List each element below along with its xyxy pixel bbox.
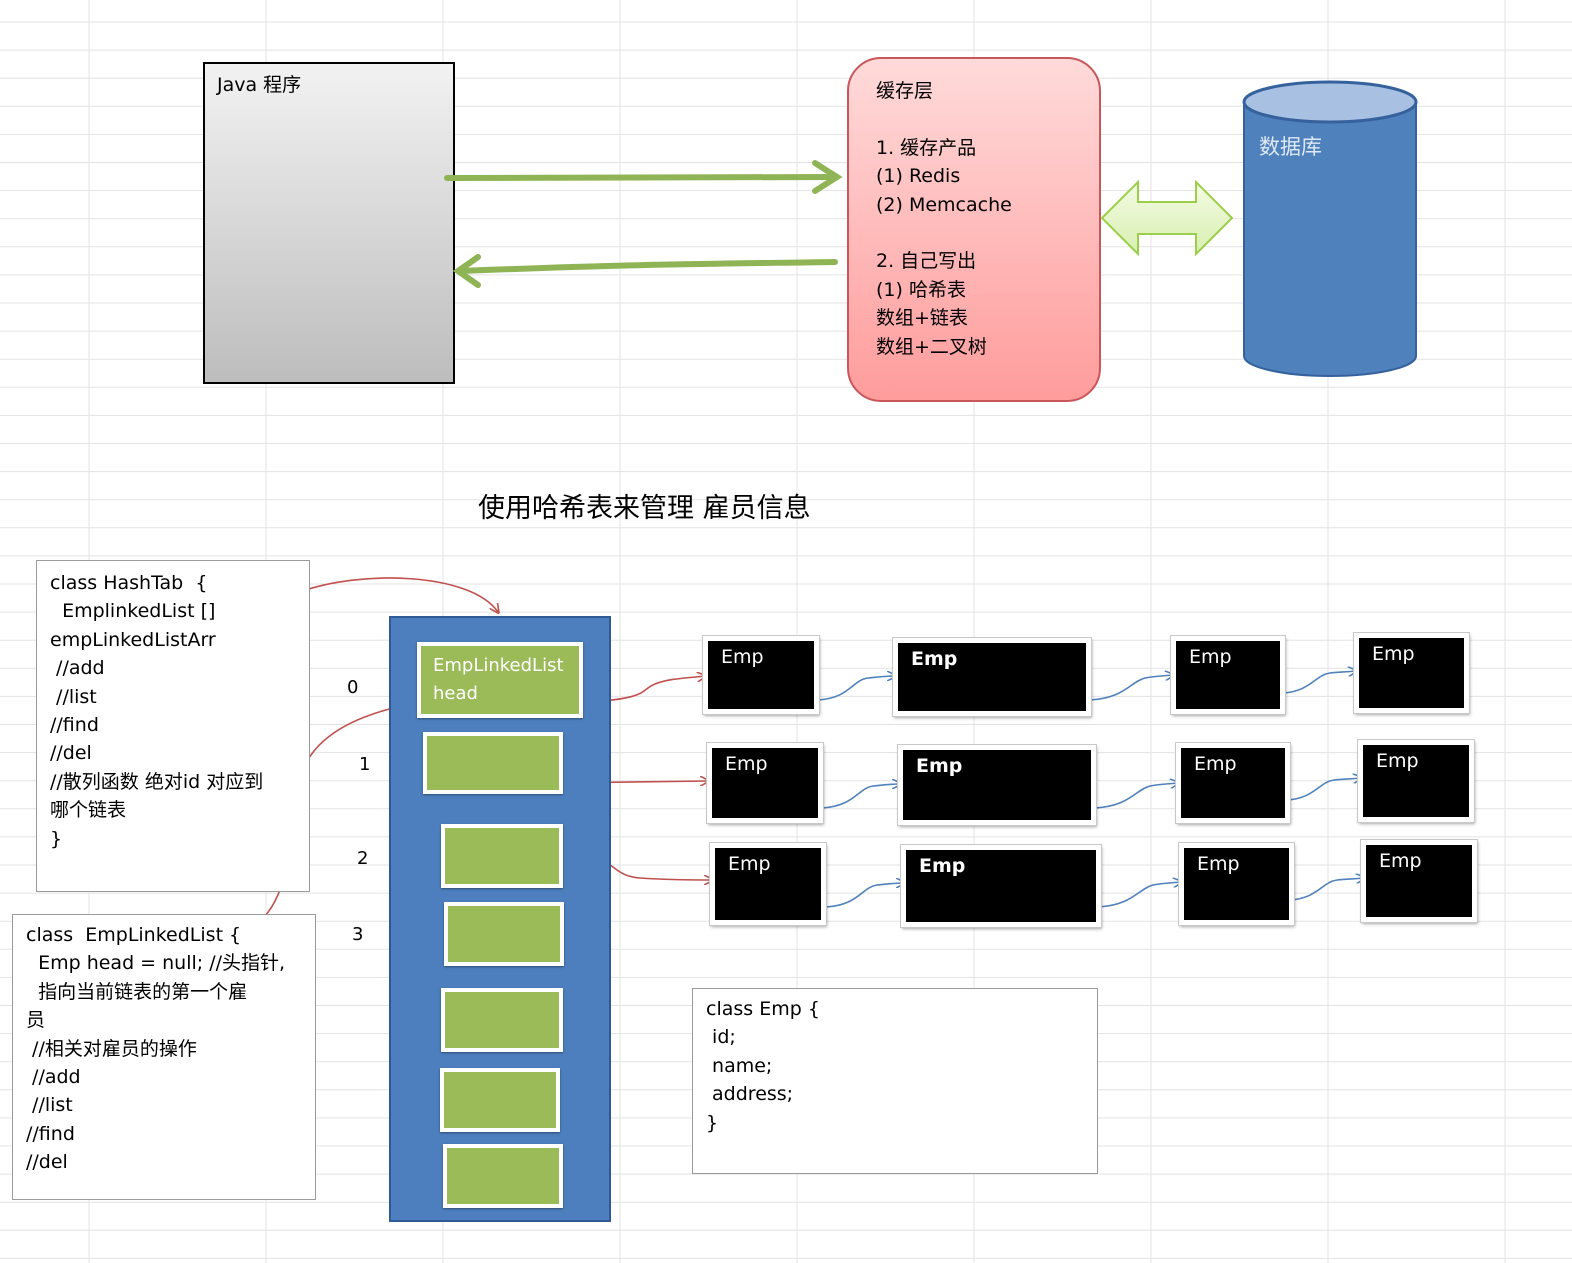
emp-node: Emp [710, 843, 826, 925]
java-program-label: Java 程序 [217, 74, 302, 96]
cache-layer-text: 缓存层 1. 缓存产品 (1) Redis (2) Memcache 2. 自己… [876, 77, 1012, 361]
emp-node: Emp [703, 636, 819, 714]
emp-node: Emp [1176, 743, 1290, 823]
bucket-index: 2 [357, 848, 369, 869]
code-line: //find [50, 714, 99, 737]
code-line: //list [26, 1094, 73, 1117]
emp-node: Emp [1171, 636, 1285, 714]
cache-line: 数组+链表 [876, 307, 968, 330]
code-line: 哪个链表 [50, 799, 127, 822]
cache-line: 缓存层 [876, 80, 934, 102]
cache-line: (1) Redis [876, 165, 961, 188]
hashtab-code-box: class HashTab { EmplinkedList [] empLink… [36, 560, 310, 892]
bucket-slot [441, 988, 563, 1052]
emp-label: Emp [1197, 853, 1240, 875]
bucket-array-panel: EmpLinkedList head [389, 616, 611, 1222]
code-line: 指向当前链表的第一个雇 [26, 980, 248, 1003]
emp-label: Emp [721, 646, 764, 668]
code-line: //del [26, 1151, 68, 1174]
bucket-index: 0 [347, 677, 359, 698]
database-label: 数据库 [1259, 135, 1322, 159]
cache-line [876, 105, 1012, 133]
bucket-slot-head: EmpLinkedList head [417, 642, 583, 718]
code-line: EmplinkedList [] [50, 600, 216, 623]
emp-label: Emp [725, 753, 768, 775]
emp-node: Emp [893, 638, 1091, 716]
bucket-slot [441, 824, 563, 888]
bucket-slot [423, 732, 563, 794]
code-line: //find [26, 1122, 75, 1145]
code-line: //del [50, 742, 92, 765]
cache-layer-box: 缓存层 1. 缓存产品 (1) Redis (2) Memcache 2. 自己… [847, 57, 1101, 402]
code-line: //list [50, 685, 97, 708]
emp-label: Emp [1379, 850, 1422, 872]
emp-node: Emp [1354, 633, 1469, 713]
code-line: } [706, 1111, 719, 1134]
emp-label: Emp [1189, 646, 1232, 668]
bucket-slot [444, 902, 564, 966]
cache-line: 2. 自己写出 [876, 250, 977, 273]
code-line: //add [50, 657, 105, 680]
bucket-slot [440, 1068, 560, 1132]
code-line: //相关对雇员的操作 [26, 1037, 197, 1060]
cache-line [876, 219, 1012, 247]
emp-node: Emp [1361, 840, 1477, 922]
emp-node: Emp [1358, 740, 1474, 822]
code-line: empLinkedListArr [50, 628, 216, 651]
bucket-slot [443, 1144, 563, 1208]
code-line: class EmpLinkedList { [26, 924, 242, 946]
emp-label: Emp [911, 648, 958, 670]
cache-line: (2) Memcache [876, 193, 1012, 216]
code-line: Emp head = null; //头指针, [26, 952, 286, 975]
bucket-index: 3 [352, 924, 364, 945]
diagram-title: 使用哈希表来管理 雇员信息 [478, 493, 811, 524]
emp-label: Emp [728, 853, 771, 875]
code-line: class HashTab { [50, 572, 208, 594]
code-line: name; [706, 1054, 773, 1077]
emp-code-box: class Emp { id; name; address; } [692, 988, 1098, 1174]
code-line: id; [706, 1026, 736, 1049]
code-line: //散列函数 绝对id 对应到 [50, 770, 264, 793]
cache-line: (1) 哈希表 [876, 278, 966, 301]
bucket-index: 1 [359, 754, 371, 775]
cache-line: 数组+二叉树 [876, 335, 987, 358]
java-program-box: Java 程序 [203, 62, 455, 384]
emp-label: Emp [916, 755, 963, 777]
code-line: class Emp { [706, 998, 820, 1020]
emp-node: Emp [1179, 843, 1294, 925]
emplinkedlist-code-box: class EmpLinkedList { Emp head = null; /… [12, 914, 316, 1200]
emp-label: Emp [1372, 643, 1415, 665]
emp-node: Emp [901, 845, 1101, 927]
cache-line: 1. 缓存产品 [876, 136, 977, 159]
emp-label: Emp [1376, 750, 1419, 772]
emp-node: Emp [898, 745, 1096, 825]
code-line: } [50, 827, 63, 850]
code-line: address; [706, 1083, 794, 1106]
emp-label: Emp [1194, 753, 1237, 775]
code-line: 员 [26, 1009, 46, 1032]
emp-node: Emp [707, 743, 823, 823]
emp-label: Emp [919, 855, 966, 877]
bucket-head-label: EmpLinkedList head [433, 655, 564, 704]
code-line: //add [26, 1066, 81, 1089]
